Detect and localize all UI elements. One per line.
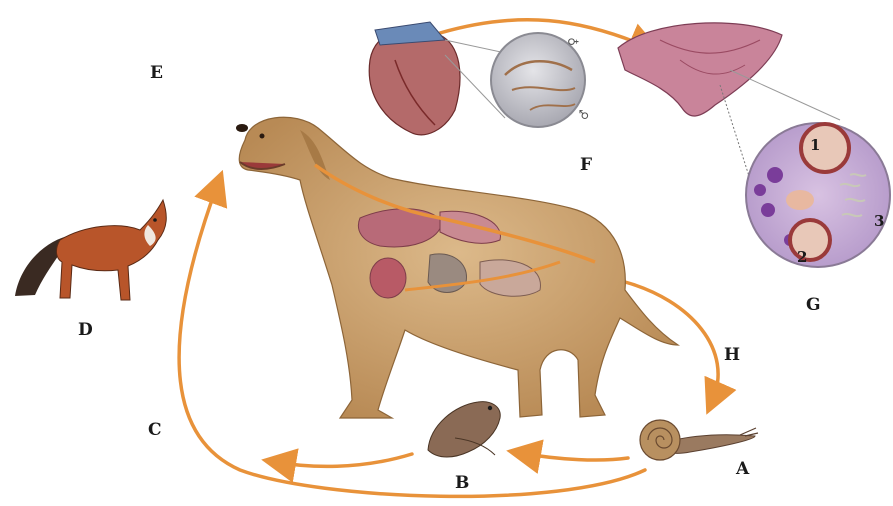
dog-illustration bbox=[236, 117, 678, 418]
arrow-snail-to-frog bbox=[520, 453, 628, 460]
frog-illustration bbox=[428, 402, 500, 457]
inset-number-1: 1 bbox=[810, 136, 820, 154]
inset-number-3: 3 bbox=[874, 212, 884, 230]
male-symbol: ♂ bbox=[577, 109, 591, 120]
label-E: E bbox=[150, 63, 163, 83]
label-G: G bbox=[806, 295, 821, 315]
fox-illustration bbox=[15, 200, 166, 300]
lung-illustration bbox=[618, 23, 782, 116]
label-H: H bbox=[724, 345, 740, 365]
label-F: F bbox=[580, 155, 592, 175]
adult-worm-inset bbox=[491, 33, 585, 127]
label-B: B bbox=[455, 473, 469, 493]
label-C: C bbox=[148, 420, 162, 440]
arrow-frog-to-C bbox=[275, 454, 412, 466]
heart-illustration bbox=[369, 22, 460, 135]
inset-number-2: 2 bbox=[797, 248, 807, 266]
label-D: D bbox=[78, 320, 93, 340]
snail-illustration bbox=[640, 420, 758, 460]
label-A: A bbox=[735, 459, 750, 479]
female-symbol: ♀ bbox=[566, 37, 580, 46]
